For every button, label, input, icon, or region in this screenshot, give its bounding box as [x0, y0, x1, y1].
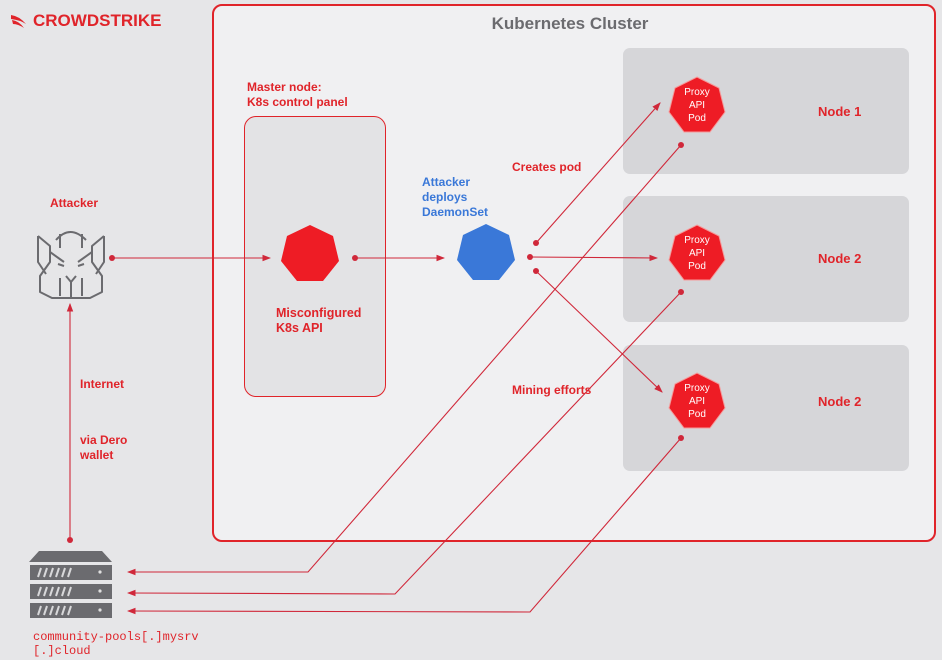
- connector-dot: [678, 435, 684, 441]
- arrow-daemonset-to-pod3: [535, 270, 663, 393]
- connector-dot: [678, 142, 684, 148]
- internet-label: Internet: [80, 377, 125, 391]
- connector-dot: [352, 255, 358, 261]
- arrow-daemonset-to-pod1: [535, 102, 661, 244]
- creates-pod-label: Creates pod: [512, 160, 582, 174]
- node-label-1: Node 1: [818, 104, 862, 119]
- arrow-pod2-to-server: [126, 291, 682, 597]
- connector-dot: [533, 240, 539, 246]
- daemonset-line2: deploys: [422, 190, 468, 204]
- via-line2: wallet: [80, 448, 114, 462]
- via-line1: via Dero: [80, 433, 128, 447]
- connector-dot: [678, 289, 684, 295]
- node-label-3: Node 2: [818, 394, 862, 409]
- daemonset-heptagon-icon: [457, 224, 515, 280]
- attacker-mask-icon: [37, 231, 105, 299]
- connector-dot: [109, 255, 115, 261]
- arrow-pod3-to-server: [126, 437, 682, 615]
- connector-dot: [67, 537, 73, 543]
- daemonset-label: Attacker deploys DaemonSet: [422, 175, 488, 220]
- falcon-icon: [11, 15, 26, 28]
- master-title-line1: Master node:: [247, 80, 322, 94]
- cluster-title: Kubernetes Cluster: [491, 14, 649, 33]
- pod-heptagon-icon-1: [668, 76, 726, 133]
- node-label-2: Node 2: [818, 251, 862, 266]
- api-label-line1: Misconfigured: [276, 306, 362, 320]
- api-label-line2: K8s API: [276, 321, 323, 335]
- pod-heptagon-icon-3: [668, 372, 726, 429]
- daemonset-line3: DaemonSet: [422, 205, 489, 219]
- k8s-api-heptagon-icon: [281, 225, 339, 281]
- arrow-daemonset-to-pod2: [529, 254, 659, 262]
- domain-line1: community-pools[.]mysrv: [33, 630, 199, 644]
- domain-line2: [.]cloud: [33, 644, 91, 658]
- logo-text: CROWDSTRIKE: [33, 11, 162, 30]
- attacker-label: Attacker: [50, 196, 99, 210]
- connector-dot: [527, 254, 533, 260]
- arrow-pod1-to-server: [126, 144, 682, 576]
- master-node-title: Master node: K8s control panel: [247, 80, 348, 110]
- k8s-api-label: Misconfigured K8s API: [276, 306, 361, 336]
- via-dero-label: via Dero wallet: [80, 433, 127, 463]
- crowdstrike-logo: CROWDSTRIKE: [10, 10, 161, 32]
- server-domain-label: community-pools[.]mysrv [.]cloud: [33, 630, 199, 658]
- connector-dot: [533, 268, 539, 274]
- master-title-line2: K8s control panel: [247, 95, 348, 109]
- mining-efforts-label: Mining efforts: [512, 383, 592, 397]
- daemonset-line1: Attacker: [422, 175, 471, 189]
- server-stack-icon: [29, 551, 112, 618]
- pod-heptagon-icon-2: [668, 224, 726, 281]
